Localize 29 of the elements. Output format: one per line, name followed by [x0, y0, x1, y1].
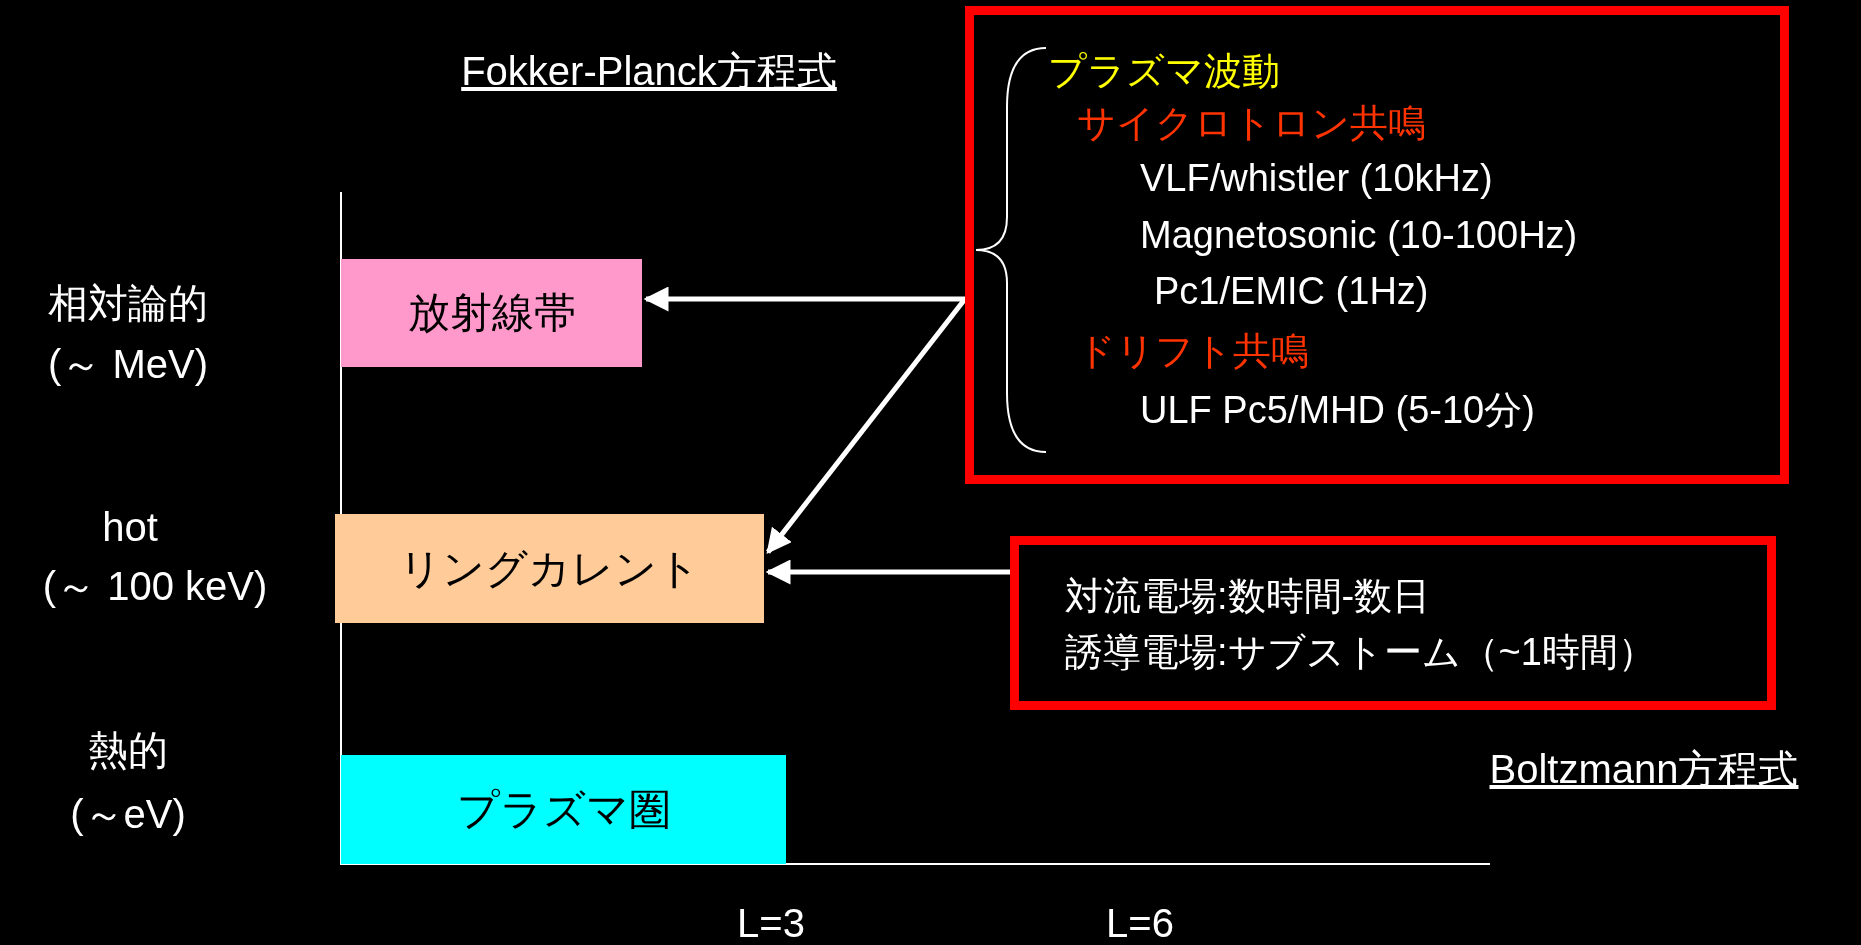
ring-current-bar — [335, 514, 764, 623]
text-line: ドリフト共鳴 — [1077, 329, 1309, 373]
text-line: プラズマ波動 — [1048, 49, 1280, 93]
equation-heading: Fokker-Planck方程式 — [461, 48, 837, 94]
axis-label: (～eV) — [70, 791, 186, 837]
plasmasphere-bar — [341, 755, 786, 864]
text-line: サイクロトロン共鳴 — [1077, 101, 1426, 145]
bar-label: プラズマ圏 — [456, 784, 671, 835]
arrow — [765, 559, 1010, 585]
tick-label: L=3 — [737, 900, 805, 945]
text-line: 対流電場:数時間-数日 — [1065, 574, 1431, 618]
text-line: ULF Pc5/MHD (5-10分) — [1140, 388, 1535, 432]
text-line: VLF/whistler (10kHz) — [1140, 156, 1493, 200]
radiation-belt-bar — [341, 259, 642, 367]
arrow — [643, 286, 965, 312]
axis-label: 相対論的 — [48, 280, 208, 326]
text-line: Magnetosonic (10-100Hz) — [1140, 213, 1578, 257]
bar-label: 放射線帯 — [407, 288, 576, 338]
axis-label: (～ MeV) — [48, 341, 208, 387]
text-line: Pc1/EMIC (1Hz) — [1154, 269, 1429, 313]
equation-heading: Boltzmann方程式 — [1489, 746, 1799, 792]
text-line: 誘導電場:サブストーム（~1時間） — [1065, 630, 1656, 674]
tick-label: L=6 — [1106, 900, 1174, 945]
axis-label: (～ 100 keV) — [42, 563, 268, 609]
bar-label: リングカレント — [399, 543, 700, 594]
axis-label: hot — [102, 504, 158, 550]
wave-box — [965, 6, 1789, 484]
axis-label: 熱的 — [88, 727, 168, 773]
electric-field-box — [1010, 536, 1776, 710]
